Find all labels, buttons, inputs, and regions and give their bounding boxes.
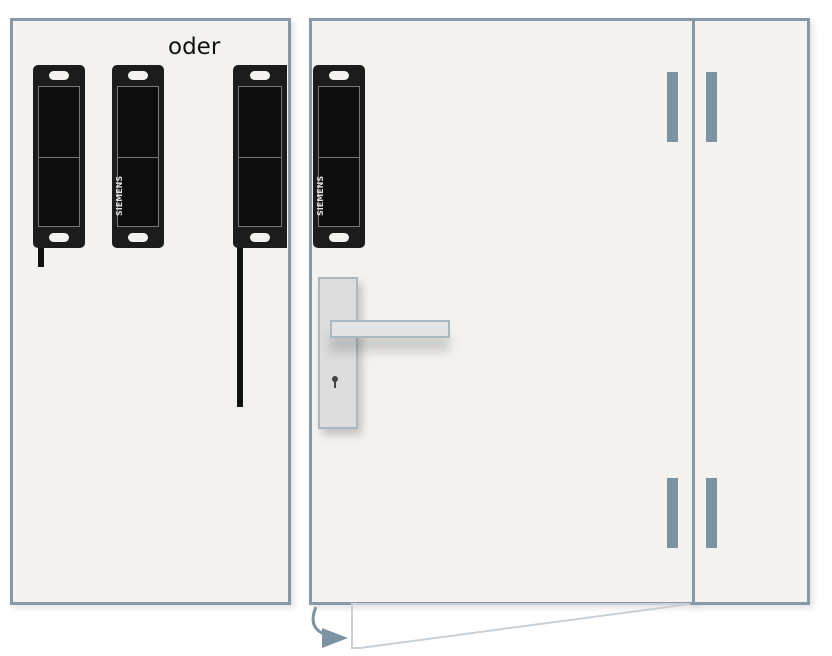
hinge-top-right xyxy=(706,72,717,142)
sensor-cable-long xyxy=(237,245,243,407)
hinge-top-left xyxy=(667,72,678,142)
sensor-switch-2 xyxy=(233,65,287,248)
label-or: oder xyxy=(168,34,221,60)
open-door-outline xyxy=(351,603,691,649)
sensor-actuator-2: SIEMENS xyxy=(313,65,365,248)
sensor-cable-short xyxy=(38,245,44,267)
door-handle-plate[interactable] xyxy=(318,277,358,429)
door-handle-lever[interactable] xyxy=(330,320,450,338)
hinge-bottom-right xyxy=(706,478,717,548)
open-arrow-head xyxy=(322,628,348,648)
sensor-switch-1 xyxy=(33,65,85,248)
keyhole-icon xyxy=(332,376,338,382)
keyhole-icon-slot xyxy=(334,380,336,388)
hinge-bottom-left xyxy=(667,478,678,548)
sensor-actuator-1: SIEMENS xyxy=(112,65,164,248)
